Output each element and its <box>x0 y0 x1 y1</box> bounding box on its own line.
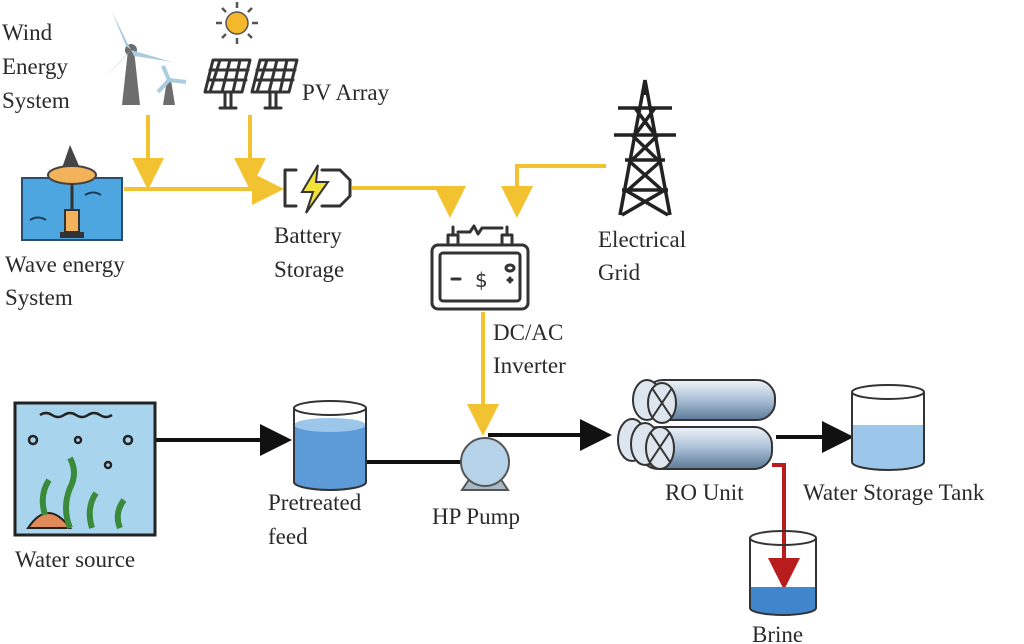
storage-tank-label: Water Storage Tank <box>803 480 985 505</box>
wind-label-3: System <box>2 88 70 113</box>
battery-icon <box>283 164 352 214</box>
grid-label-1: Electrical <box>598 227 686 252</box>
transmission-tower-icon <box>614 79 676 217</box>
labels: Wind Energy System PV Array Wave energy … <box>2 20 985 644</box>
wind-turbine-icon <box>102 12 187 105</box>
grid-label-2: Grid <box>598 260 641 285</box>
ro-membrane-icon <box>617 379 776 470</box>
battery-to-inverter-line <box>352 186 466 218</box>
brine-label: Brine <box>752 622 803 644</box>
wave-buoy-icon <box>21 145 123 241</box>
pv-label: PV Array <box>302 80 390 105</box>
ro-label: RO Unit <box>665 480 744 505</box>
water-storage-tank-icon <box>851 384 925 471</box>
wind-label-2: Energy <box>2 54 69 79</box>
sun-icon <box>216 2 258 44</box>
power-connections <box>124 115 606 436</box>
solar-panel-icon <box>203 58 299 110</box>
ro-to-brine-line <box>768 463 800 590</box>
inverter-label-1: DC/AC <box>493 320 563 345</box>
svg-text:$: $ <box>475 268 488 292</box>
inverter-icon: $ <box>430 224 530 311</box>
pretreated-label-1: Pretreated <box>268 490 362 515</box>
wind-label-1: Wind <box>2 20 53 45</box>
water-source-label: Water source <box>15 547 135 572</box>
battery-label-2: Storage <box>274 257 344 282</box>
inverter-label-2: Inverter <box>493 353 566 378</box>
battery-label-1: Battery <box>274 223 342 248</box>
wave-label-2: System <box>5 285 73 310</box>
pump-label: HP Pump <box>432 504 520 529</box>
brine-tank-icon <box>749 530 817 616</box>
grid-to-inverter-line <box>501 164 606 218</box>
pretreated-feed-tank-icon <box>293 400 367 491</box>
water-source-icon <box>13 401 157 537</box>
pretreated-label-2: feed <box>268 524 308 549</box>
wave-label-1: Wave energy <box>5 252 125 277</box>
pump-icon <box>460 437 510 491</box>
